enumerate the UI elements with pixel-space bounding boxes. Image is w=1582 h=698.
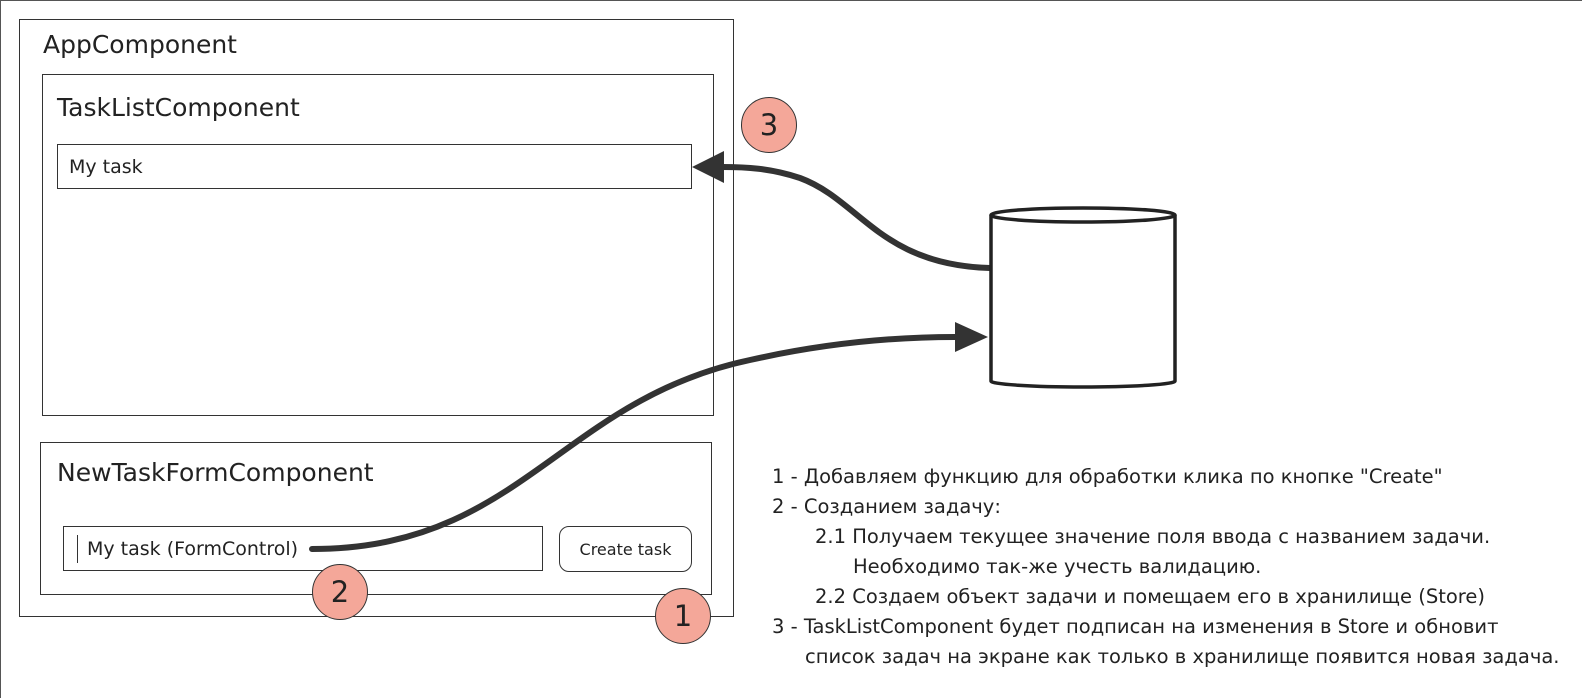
arrow-store-to-list bbox=[719, 164, 993, 271]
new-task-form-component-box bbox=[40, 442, 712, 595]
step-badge-3: 3 bbox=[741, 97, 797, 153]
note-line-3: 3 - TaskListComponent будет подписан на … bbox=[772, 615, 1499, 638]
task-list-item-label: My task bbox=[69, 155, 143, 178]
create-task-button[interactable]: Create task bbox=[559, 526, 692, 572]
task-name-input-value: My task (FormControl) bbox=[87, 537, 299, 560]
note-line-2: 2 - Созданием задачу: bbox=[772, 495, 1001, 518]
step-badge-1: 1 bbox=[655, 588, 711, 644]
task-list-component-title: TaskListComponent bbox=[57, 93, 300, 122]
text-cursor bbox=[77, 534, 78, 563]
store-cylinder bbox=[989, 206, 1177, 389]
note-line-2-1-cont: Необходимо так-же учесть валидацию. bbox=[853, 555, 1262, 578]
note-line-1: 1 - Добавляем функцию для обработки клик… bbox=[772, 465, 1443, 488]
task-list-component-box bbox=[42, 74, 714, 416]
arrow-head-store bbox=[955, 322, 988, 352]
steps-description: 1 - Добавляем функцию для обработки клик… bbox=[772, 462, 1559, 672]
task-list-item[interactable]: My task bbox=[57, 144, 692, 189]
arrow-head-list bbox=[692, 151, 724, 183]
arrow-input-to-store bbox=[309, 334, 958, 552]
note-line-2-1: 2.1 Получаем текущее значение поля ввода… bbox=[815, 525, 1491, 548]
task-name-input[interactable]: My task (FormControl) bbox=[63, 526, 543, 571]
new-task-form-component-title: NewTaskFormComponent bbox=[57, 458, 374, 487]
app-component-box bbox=[19, 19, 734, 617]
app-component-title: AppComponent bbox=[43, 30, 237, 59]
step-badge-2: 2 bbox=[312, 564, 368, 620]
note-line-3-cont: список задач на экране как только в хран… bbox=[805, 645, 1560, 668]
note-line-2-2: 2.2 Создаем объект задачи и помещаем его… bbox=[815, 585, 1485, 608]
